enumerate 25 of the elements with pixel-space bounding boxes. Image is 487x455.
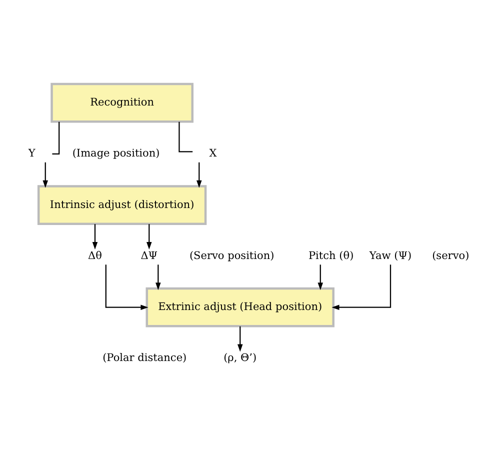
node-text: X xyxy=(209,147,217,160)
label: (Polar distance) xyxy=(102,352,187,364)
arrow xyxy=(196,162,202,188)
label: (servo) xyxy=(432,249,470,262)
arrow xyxy=(92,224,98,250)
arrow xyxy=(318,264,324,290)
arrow xyxy=(156,264,161,290)
label: (Servo position) xyxy=(189,249,274,262)
node-text: (ρ, Θ’) xyxy=(224,352,257,364)
arrow xyxy=(146,224,152,250)
arrow xyxy=(332,264,392,310)
node-text: Δθ xyxy=(88,249,102,262)
arrow xyxy=(105,264,148,310)
connector xyxy=(52,121,60,154)
arrow xyxy=(42,162,48,188)
label: (Image position) xyxy=(72,147,160,160)
node-box: Recognition xyxy=(50,82,194,122)
node-text: Pitch (θ) xyxy=(308,249,354,262)
node-text: ΔΨ xyxy=(140,249,158,262)
arrow xyxy=(237,326,243,352)
node-box: Intrinsic adjust (distortion) xyxy=(37,184,207,224)
node-text: Y xyxy=(28,147,36,160)
node-text: Yaw (Ψ) xyxy=(369,249,412,262)
connector xyxy=(178,121,193,152)
node-box: Extrinic adjust (Head position) xyxy=(146,286,334,327)
